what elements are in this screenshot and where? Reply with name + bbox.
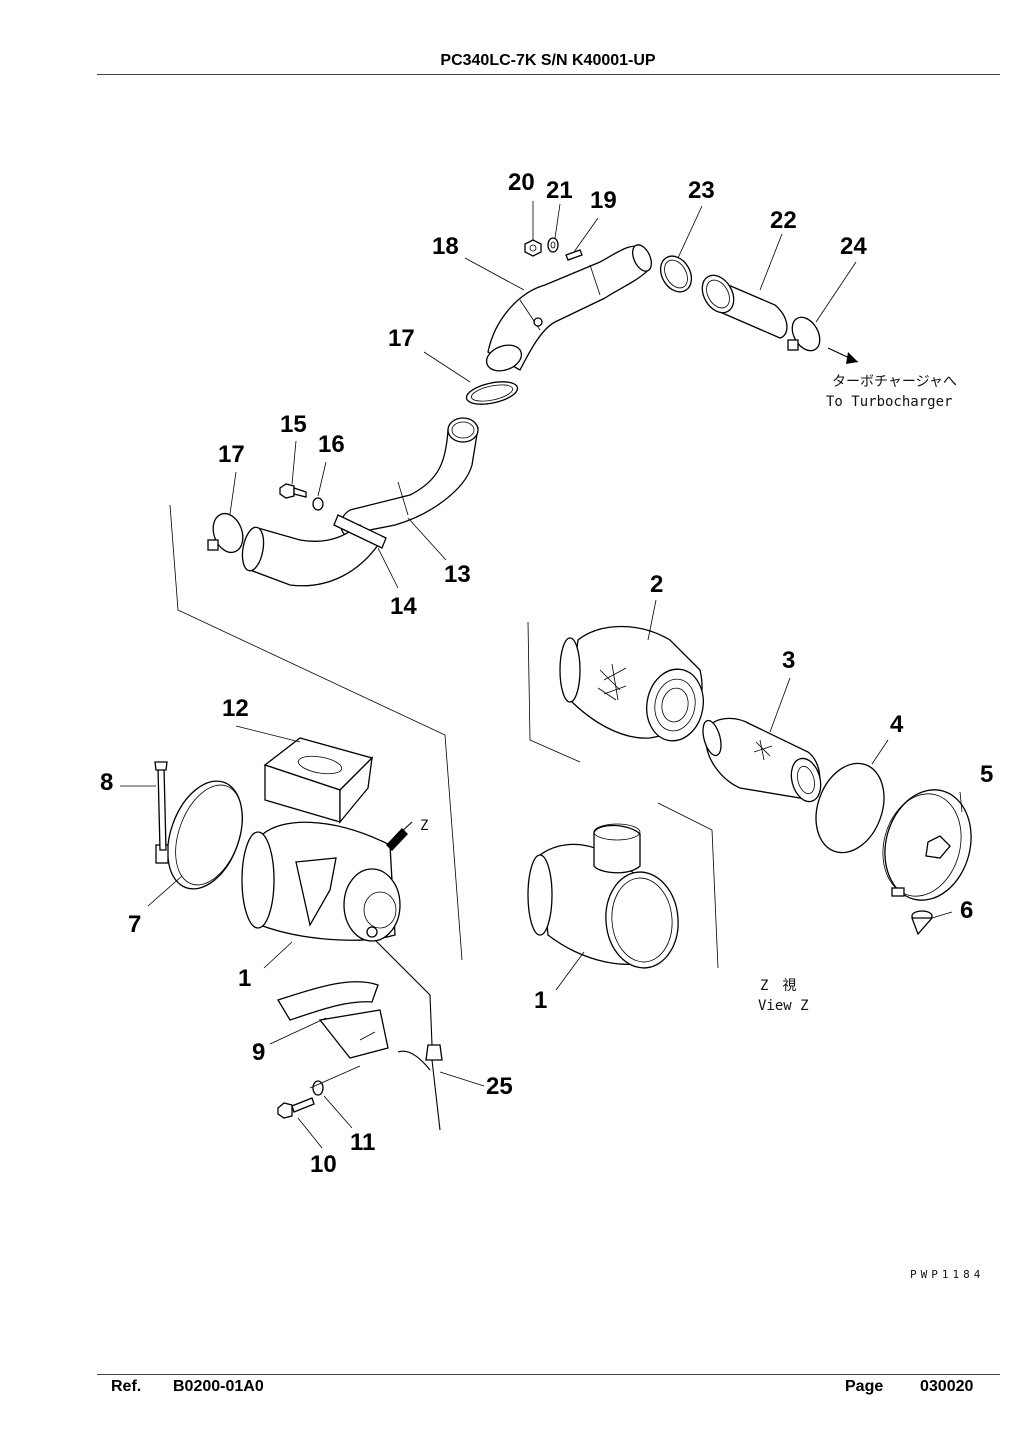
callout-25: 25 bbox=[486, 1073, 513, 1100]
callout-12: 12 bbox=[222, 695, 249, 722]
viewz-note-jp: Z 視 bbox=[760, 978, 796, 994]
view-arrow-shaft bbox=[397, 821, 413, 836]
bracket-9 bbox=[277, 981, 389, 1059]
callout-4: 4 bbox=[890, 711, 904, 738]
cover-5 bbox=[882, 789, 972, 901]
callout-11: 11 bbox=[350, 1129, 375, 1156]
callout-7: 7 bbox=[128, 911, 141, 938]
clamp-17-lower bbox=[207, 512, 244, 554]
callout-19: 19 bbox=[590, 187, 617, 214]
callout-15: 15 bbox=[280, 411, 307, 438]
z-letter: Z bbox=[420, 818, 428, 834]
valve-6 bbox=[911, 910, 934, 936]
inner-element-3 bbox=[702, 717, 822, 803]
callout-2: 2 bbox=[650, 571, 663, 598]
page-title: PC340LC-7K S/N K40001-UP bbox=[440, 52, 656, 69]
air-cleaner-body-1-right bbox=[527, 823, 679, 969]
page-label: Page bbox=[845, 1378, 884, 1395]
callout-17-lower: 17 bbox=[218, 441, 245, 468]
callout-1-right: 1 bbox=[534, 987, 547, 1014]
drawing-code: PWP1184 bbox=[910, 1268, 984, 1281]
inlet-block-12 bbox=[263, 737, 374, 824]
band-7 bbox=[155, 780, 243, 890]
callout-1-left: 1 bbox=[238, 965, 251, 992]
bolt-19 bbox=[565, 249, 583, 261]
bolt-10 bbox=[277, 1097, 315, 1119]
elbow-duct-13 bbox=[340, 417, 479, 536]
washer-11 bbox=[312, 1080, 324, 1096]
clamp-24 bbox=[787, 316, 821, 352]
callout-21: 21 bbox=[546, 177, 573, 204]
page-number: 030020 bbox=[920, 1378, 974, 1395]
assembly-outline-right bbox=[527, 621, 581, 763]
callout-5: 5 bbox=[980, 761, 993, 788]
assembly-outline-left bbox=[169, 504, 463, 961]
washer-21 bbox=[547, 237, 559, 253]
indicator-25 bbox=[374, 939, 443, 1131]
bolt-15 bbox=[279, 483, 307, 499]
air-cleaner-body-1-left bbox=[241, 821, 401, 942]
hose-22 bbox=[701, 274, 788, 339]
turbo-arrow-head bbox=[846, 352, 858, 364]
elbow-duct-18 bbox=[485, 244, 653, 372]
callout-13: 13 bbox=[444, 561, 471, 588]
washer-16 bbox=[312, 497, 324, 511]
callout-8: 8 bbox=[100, 769, 113, 796]
assembly-outline-viewz bbox=[657, 802, 719, 969]
o-ring-4 bbox=[815, 762, 885, 854]
footer-divider bbox=[97, 1374, 1000, 1375]
callout-16: 16 bbox=[318, 431, 345, 458]
callout-22: 22 bbox=[770, 207, 797, 234]
hose-14 bbox=[241, 514, 387, 587]
viewz-note-en: View Z bbox=[758, 998, 809, 1014]
turbo-note-en: To Turbocharger bbox=[826, 394, 952, 410]
clamp-23 bbox=[659, 255, 693, 293]
view-arrow bbox=[386, 828, 408, 851]
ref-label: Ref. bbox=[111, 1378, 142, 1395]
callout-3: 3 bbox=[782, 647, 795, 674]
callout-17-upper: 17 bbox=[388, 325, 415, 352]
callout-10: 10 bbox=[310, 1151, 337, 1178]
callout-9: 9 bbox=[252, 1039, 265, 1066]
callout-20: 20 bbox=[508, 169, 535, 196]
nut-20 bbox=[524, 239, 542, 257]
outer-element-2 bbox=[559, 625, 704, 742]
callout-6: 6 bbox=[960, 897, 973, 924]
callout-23: 23 bbox=[688, 177, 715, 204]
clamp-17-upper bbox=[465, 381, 519, 405]
leader-lines bbox=[120, 201, 963, 1149]
turbo-note-jp: ターボチャージャへ bbox=[832, 374, 957, 390]
ref-value: B0200-01A0 bbox=[173, 1378, 264, 1395]
bolt-8 bbox=[154, 761, 168, 851]
callout-14: 14 bbox=[390, 593, 417, 620]
header-divider bbox=[97, 74, 1000, 75]
callout-18: 18 bbox=[432, 233, 459, 260]
callout-24: 24 bbox=[840, 233, 867, 260]
